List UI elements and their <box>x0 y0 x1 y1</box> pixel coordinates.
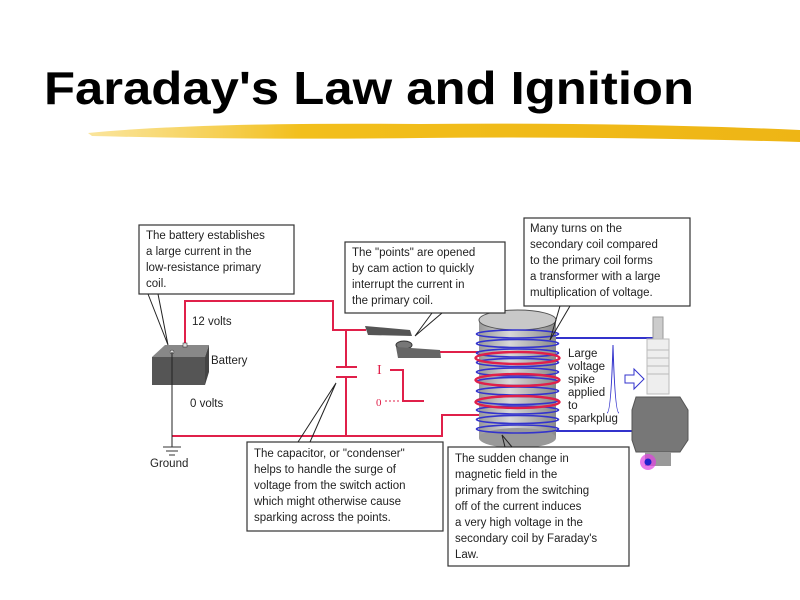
secondary-winding <box>475 357 560 368</box>
slide-title: Faraday's Law and Ignition <box>44 62 694 114</box>
battery-label: Battery <box>211 355 248 367</box>
battery-icon <box>152 342 209 385</box>
secondary-winding <box>475 348 560 358</box>
svg-text:The capacitor, or "condenser"h: The capacitor, or "condenser"helps to ha… <box>253 448 406 524</box>
secondary-winding <box>475 414 560 425</box>
secondary-winding <box>475 367 560 377</box>
spark-plug-icon <box>631 316 689 470</box>
0-volts-label: 0 volts <box>190 398 223 410</box>
ground-label: Ground <box>150 458 188 470</box>
current-on-label: I <box>377 363 382 378</box>
current-off-label: 0 <box>376 397 382 409</box>
secondary-winding <box>475 405 560 415</box>
breaker-points <box>365 326 441 358</box>
spike-label: Large voltage spike applied to sparkplug <box>568 348 618 425</box>
primary-winding <box>474 350 561 366</box>
arrow-right-icon <box>624 367 645 391</box>
primary-winding <box>474 372 561 388</box>
secondary-winding <box>475 329 560 339</box>
secondary-winding <box>475 424 560 434</box>
callout-capacitor: The capacitor, or "condenser"helps to ha… <box>246 382 444 532</box>
secondary-winding <box>475 338 560 349</box>
voltage-spike-graph <box>606 344 620 414</box>
primary-circuit <box>172 300 480 437</box>
primary-winding <box>474 394 561 410</box>
ignition-coil <box>474 309 561 448</box>
12-volts-label: 12 volts <box>192 316 232 328</box>
yellow-brush-underline <box>88 123 800 142</box>
ground-icon <box>163 446 181 456</box>
